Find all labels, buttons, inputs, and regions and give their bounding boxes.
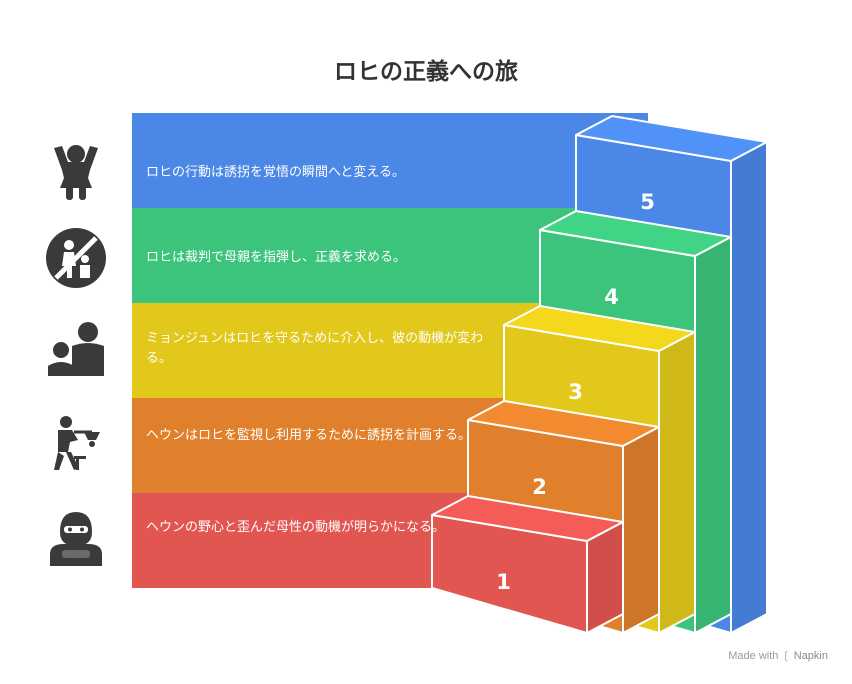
step-4-band: [132, 208, 612, 303]
protector-and-child-icon: [48, 322, 104, 376]
step-1-side: [586, 521, 624, 634]
step-2-side: [622, 426, 660, 634]
step-5-label: ロヒの行動は誘拐を覚悟の瞬間へと変える。: [146, 165, 405, 180]
step-2-label: ヘウンはロヒを監視し利用するために誘拐を計画する。: [146, 428, 472, 443]
page-title: ロヒの正義への旅: [334, 59, 518, 85]
footer-attribution: Made with ❲ Napkin: [728, 649, 828, 662]
step-3-band: [132, 303, 576, 398]
cheering-child-icon: [54, 145, 98, 200]
step-1-number: 1: [496, 570, 511, 594]
step-1-label: ヘウンの野心と歪んだ母性の動機が明らかになる。: [146, 520, 446, 535]
step-5-band: [132, 113, 648, 208]
step-4-side: [694, 236, 732, 634]
step-5-number: 5: [640, 190, 655, 214]
made-with-text: Made with: [728, 650, 779, 662]
step-5-side: [730, 141, 768, 634]
step-4-number: 4: [604, 285, 619, 309]
step-3-side: [658, 331, 696, 634]
step-3-number: 3: [568, 380, 583, 404]
step-4-label: ロヒは裁判で母親を指弾し、正義を求める。: [146, 250, 407, 265]
hooded-person-icon: [50, 512, 102, 566]
no-child-abuse-icon: [46, 228, 106, 288]
person-with-lamp-icon: [54, 416, 100, 470]
napkin-brand: Napkin: [793, 650, 828, 662]
step-2-number: 2: [532, 475, 547, 499]
step-3-label: ミョンジュンはロヒを守るために介入し、彼の動機が変わる。: [146, 331, 484, 366]
napkin-logo-icon: ❲: [781, 650, 791, 662]
